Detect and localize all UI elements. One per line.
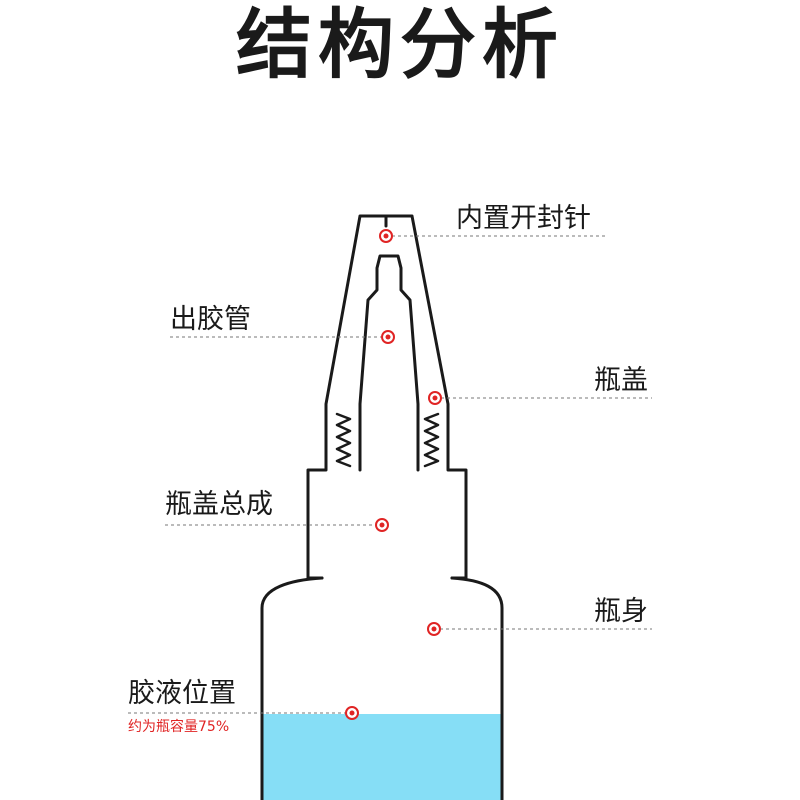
marker-seal-pin bbox=[379, 229, 393, 243]
label-body: 瓶身 bbox=[594, 596, 648, 627]
nozzle-outline bbox=[358, 254, 420, 472]
marker-cap bbox=[428, 391, 442, 405]
marker-cap-assembly bbox=[375, 518, 389, 532]
label-glue-note: 约为瓶容量75% bbox=[128, 719, 230, 735]
label-seal-pin: 内置开封针 bbox=[456, 203, 591, 234]
marker-nozzle bbox=[381, 330, 395, 344]
label-cap-assembly: 瓶盖总成 bbox=[165, 489, 273, 520]
bottle-body-outline bbox=[260, 576, 504, 800]
label-nozzle: 出胶管 bbox=[170, 304, 251, 335]
markers bbox=[345, 229, 442, 720]
glue-liquid bbox=[262, 714, 502, 800]
label-cap: 瓶盖 bbox=[594, 365, 648, 396]
label-glue-level: 胶液位置 bbox=[128, 678, 236, 709]
thread-right bbox=[423, 412, 440, 468]
page-title: 结构分析 bbox=[236, 0, 564, 89]
thread-left bbox=[335, 412, 352, 468]
marker-body bbox=[427, 622, 441, 636]
marker-glue-level bbox=[345, 706, 359, 720]
